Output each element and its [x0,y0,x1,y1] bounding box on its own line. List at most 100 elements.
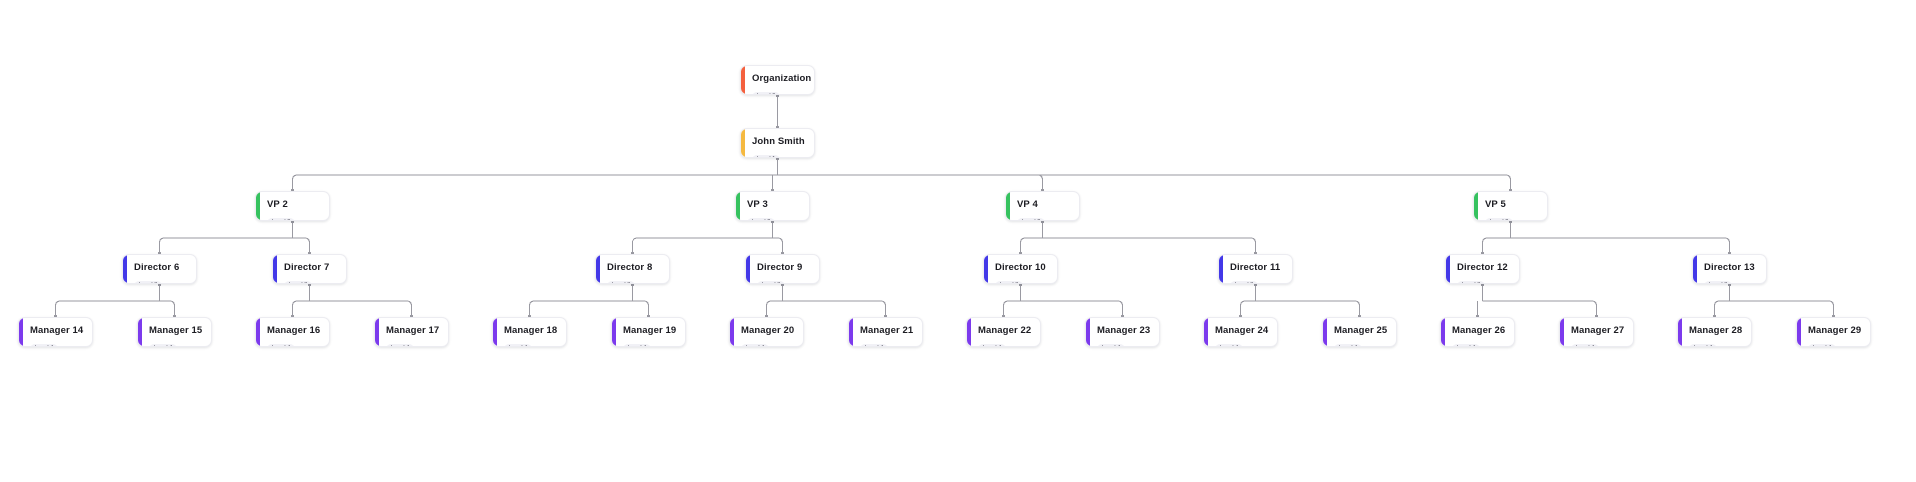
org-node-card[interactable]: VP 2 Level 2 [255,191,330,221]
org-node-card[interactable]: Manager 18 Level 4 [492,317,567,347]
node-level-badge: Level 4 [149,343,178,346]
node-accent-bar [493,318,497,346]
node-accent-bar [19,318,23,346]
node-accent-bar [984,255,988,283]
node-title: Manager 22 [978,325,1032,336]
org-node-card[interactable]: Manager 23 Level 4 [1085,317,1160,347]
node-level-badge: Level 3 [1704,280,1733,283]
node-title: Director 7 [284,262,330,273]
node-title: Manager 24 [1215,325,1269,336]
node-accent-bar [256,318,260,346]
org-node-card[interactable]: VP 3 Level 2 [735,191,810,221]
node-title: John Smith [752,136,805,147]
node-title: Manager 20 [741,325,795,336]
node-accent-bar [375,318,379,346]
node-title: Manager 19 [623,325,677,336]
org-node-card[interactable]: Director 9 Level 3 [745,254,820,284]
node-accent-bar [1446,255,1450,283]
node-accent-bar [138,318,142,346]
org-node-card[interactable]: VP 4 Level 2 [1005,191,1080,221]
org-node-card[interactable]: Manager 26 Level 4 [1440,317,1515,347]
node-title: Manager 16 [267,325,321,336]
org-node-card[interactable]: OrganizationLevel 0 [740,65,815,95]
node-title: Manager 29 [1808,325,1862,336]
node-title: Director 11 [1230,262,1281,273]
org-node-card[interactable]: Director 13 Level 3 [1692,254,1767,284]
node-accent-bar [596,255,600,283]
node-title: Manager 23 [1097,325,1151,336]
node-title: VP 4 [1017,199,1038,210]
node-accent-bar [1204,318,1208,346]
node-accent-bar [123,255,127,283]
org-node-card[interactable]: Manager 27Level 4 [1559,317,1634,347]
org-node-card[interactable]: Director 7Level 3 [272,254,347,284]
org-node-card[interactable]: VP 5Level 2 [1473,191,1548,221]
org-node-card[interactable]: Manager 24 Level 4 [1203,317,1278,347]
node-accent-bar [612,318,616,346]
node-title: Organization [752,73,812,84]
node-level-badge: Level 3 [995,280,1024,283]
org-node-card[interactable]: Director 11 Level 3 [1218,254,1293,284]
org-node-card[interactable]: Manager 22 Level 4 [966,317,1041,347]
org-node-card[interactable]: Director 10 Level 3 [983,254,1058,284]
node-title: Manager 27 [1571,325,1625,336]
node-title: Manager 15 [149,325,203,336]
org-node-card[interactable]: John SmithLevel 1 [740,128,815,158]
org-node-card[interactable]: Manager 25Level 4 [1322,317,1397,347]
node-level-badge: Level 3 [1457,280,1486,283]
node-level-badge: Level 4 [1452,343,1481,346]
node-title: Manager 26 [1452,325,1506,336]
node-level-badge: Level 4 [1215,343,1244,346]
node-level-badge: Level 4 [741,343,770,346]
node-accent-bar [1693,255,1697,283]
node-title: Manager 14 [30,325,84,336]
node-accent-bar [741,66,745,94]
node-accent-bar [849,318,853,346]
org-node-card[interactable]: Manager 15 Level 4 [137,317,212,347]
node-level-badge: Level 4 [978,343,1007,346]
org-node-card[interactable]: Director 6Level 3 [122,254,197,284]
node-accent-bar [741,129,745,157]
node-level-badge: Level 3 [757,280,786,283]
node-accent-bar [746,255,750,283]
node-title: Manager 25 [1334,325,1388,336]
node-title: Manager 21 [860,325,914,336]
node-accent-bar [1219,255,1223,283]
node-title: VP 3 [747,199,768,210]
org-node-card[interactable]: Manager 17Level 4 [374,317,449,347]
node-level-badge: Level 2 [1485,217,1514,220]
node-level-badge: Level 4 [30,343,59,346]
node-title: Director 9 [757,262,803,273]
node-title: Manager 18 [504,325,558,336]
node-accent-bar [1797,318,1801,346]
node-accent-bar [1474,192,1478,220]
org-node-card[interactable]: Manager 19 Level 4 [611,317,686,347]
org-node-card[interactable]: Director 8 Level 3 [595,254,670,284]
node-level-badge: Level 2 [1017,217,1046,220]
node-title: VP 2 [267,199,288,210]
org-node-card[interactable]: Director 12Level 3 [1445,254,1520,284]
org-node-card[interactable]: Manager 29Level 4 [1796,317,1871,347]
node-level-badge: Level 3 [134,280,163,283]
node-level-badge: Level 2 [747,217,776,220]
node-accent-bar [736,192,740,220]
node-accent-bar [1678,318,1682,346]
node-level-badge: Level 4 [860,343,889,346]
org-node-card[interactable]: Manager 20 Level 4 [729,317,804,347]
org-node-card[interactable]: Manager 28Level 4 [1677,317,1752,347]
node-level-badge: Level 4 [267,343,296,346]
node-level-badge: Level 4 [504,343,533,346]
node-level-badge: Level 4 [1689,343,1718,346]
org-node-card[interactable]: Manager 21 Level 4 [848,317,923,347]
node-title: Director 13 [1704,262,1755,273]
node-title: Director 10 [995,262,1046,273]
org-node-card[interactable]: Manager 14 Level 4 [18,317,93,347]
node-title: Director 8 [607,262,653,273]
node-level-badge: Level 2 [267,217,296,220]
node-level-badge: Level 3 [607,280,636,283]
node-level-badge: Level 3 [1230,280,1259,283]
org-node-card[interactable]: Manager 16 Level 4 [255,317,330,347]
node-level-badge: Level 4 [1097,343,1126,346]
node-level-badge: Level 4 [623,343,652,346]
